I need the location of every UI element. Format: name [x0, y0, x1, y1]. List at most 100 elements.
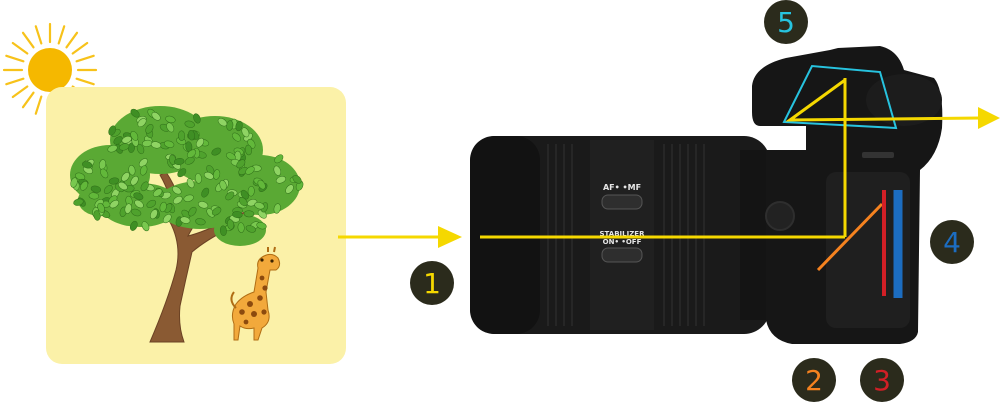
leaf	[129, 220, 138, 231]
leaf	[227, 219, 235, 230]
leaf	[195, 137, 205, 148]
leaf	[238, 197, 248, 207]
leaf	[180, 216, 191, 224]
light-path	[338, 78, 1000, 248]
badge-3: 3	[860, 358, 904, 402]
leaf	[140, 181, 149, 192]
sun-ray	[5, 77, 25, 86]
stabilizer-label: STABILIZER	[600, 230, 646, 238]
lens-switch-panel	[590, 140, 654, 330]
leaf	[181, 209, 191, 219]
leaf	[82, 161, 93, 169]
leaf	[121, 135, 132, 144]
sun-ray	[34, 25, 43, 45]
body-detail	[862, 152, 894, 158]
leaf	[274, 154, 284, 164]
leaf	[243, 210, 255, 218]
leaf	[121, 172, 130, 182]
badge-1: 1	[410, 261, 454, 305]
leaf	[162, 214, 172, 224]
leaf	[177, 168, 187, 178]
leaf	[130, 108, 140, 118]
camera-sensor-housing	[826, 172, 910, 328]
leaf	[166, 122, 175, 133]
leaf	[150, 141, 162, 149]
leaf	[88, 192, 100, 200]
sun-disc	[28, 48, 72, 92]
leaf	[213, 169, 221, 180]
tree-illustration	[70, 106, 304, 343]
leaf	[197, 201, 209, 209]
leaf	[240, 189, 249, 200]
leaf	[188, 206, 197, 217]
leaf	[273, 203, 281, 214]
lens-grip-ribs	[547, 144, 705, 326]
badge-4: 4	[930, 220, 974, 264]
stabilizer-switch[interactable]	[601, 247, 643, 263]
focus-mode-switch[interactable]	[601, 194, 643, 210]
leaf	[236, 159, 246, 169]
leaf	[93, 210, 101, 221]
leaf	[237, 222, 245, 233]
leaf	[152, 188, 163, 197]
leaf	[217, 118, 228, 127]
leaf	[203, 171, 214, 180]
leaf	[186, 178, 195, 189]
sun-ray	[11, 85, 29, 99]
leaf	[256, 222, 267, 230]
badge-4-number: 4	[943, 226, 961, 259]
leaf	[145, 123, 154, 134]
leaf	[232, 211, 243, 219]
exit-light-arrow-head	[978, 107, 1000, 129]
leaf	[285, 184, 294, 194]
leaf	[151, 111, 161, 121]
leaf	[97, 202, 105, 213]
leaf	[245, 144, 252, 156]
badge-5: 5	[764, 0, 808, 44]
leaf	[75, 172, 86, 181]
leaf	[232, 132, 241, 142]
badge-1-number: 1	[423, 267, 441, 300]
leaf	[124, 203, 132, 214]
leaf	[109, 199, 120, 209]
sun-ray	[71, 41, 89, 55]
giraffe-illustration	[230, 246, 281, 341]
leaf	[211, 207, 222, 216]
leaf	[70, 177, 78, 188]
leaf	[131, 208, 142, 217]
leaf	[292, 175, 302, 184]
badge-2-number: 2	[805, 364, 823, 397]
leaf	[107, 144, 118, 153]
leaf	[211, 147, 222, 156]
leaf	[173, 195, 183, 205]
leaf	[187, 129, 195, 141]
sun-ray	[34, 95, 43, 115]
leaf	[245, 225, 256, 233]
leaf	[219, 180, 227, 191]
leaf	[247, 185, 255, 197]
focus-mode-label: AF• •MF	[603, 183, 641, 192]
camera: AF• •MF STABILIZER ON• •OFF	[470, 46, 943, 344]
sun-ray	[21, 31, 35, 49]
leaf	[275, 176, 286, 184]
leaf	[186, 149, 197, 158]
light-in-prism	[785, 78, 981, 122]
leaf	[184, 120, 195, 128]
lens-release-button[interactable]	[765, 201, 795, 231]
leaf	[195, 218, 206, 226]
leaf	[137, 118, 147, 128]
leaf	[118, 181, 128, 191]
leaf	[165, 115, 176, 124]
leaf	[150, 209, 158, 220]
sun-ray	[57, 25, 66, 45]
sun-ray	[75, 54, 95, 63]
leaf	[159, 201, 167, 213]
stabilizer-options: ON• •OFF	[603, 238, 642, 246]
leaf	[146, 199, 157, 208]
leaf	[194, 173, 202, 184]
sun-ray	[11, 41, 29, 55]
leaf	[108, 177, 120, 185]
leaf	[219, 225, 227, 236]
leaf	[138, 158, 148, 168]
